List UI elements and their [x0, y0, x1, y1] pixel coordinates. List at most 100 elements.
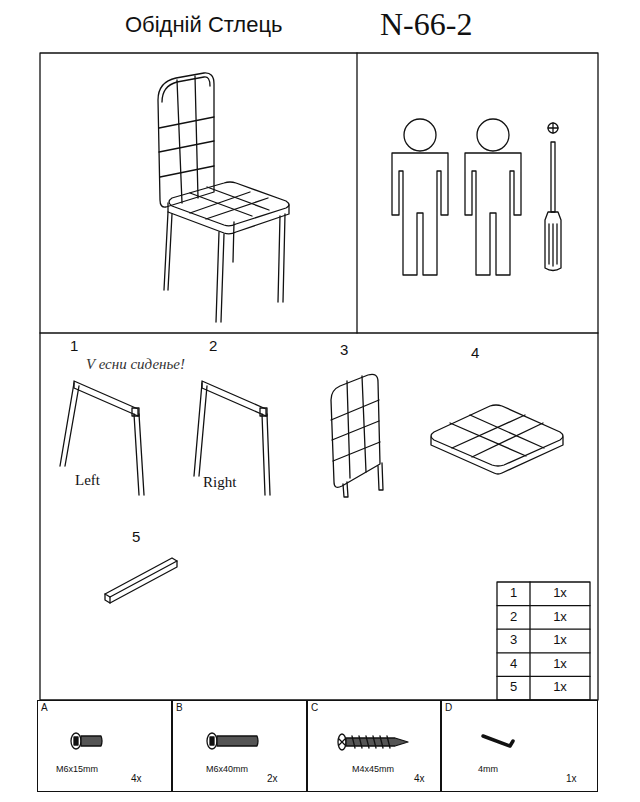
hardware-box: C M4x45mm 4x — [307, 700, 441, 792]
two-people-symbol-part — [465, 153, 521, 275]
allen-key-icon-part — [483, 736, 513, 746]
two-people-symbol-part — [392, 153, 448, 275]
callout-number: 5 — [132, 528, 140, 545]
hardware-quantity: 4x — [414, 773, 425, 785]
part-name: Left — [75, 472, 100, 489]
chair-drawing — [158, 73, 289, 322]
chair-back-part — [362, 376, 366, 472]
chair-drawing-part — [207, 187, 269, 210]
frame — [40, 53, 598, 700]
bolt-long-icon-part — [217, 736, 258, 746]
parts-table-part — [497, 582, 590, 700]
chair-back-part — [331, 400, 379, 420]
table-cell: 4 — [497, 657, 530, 672]
chair-back — [331, 374, 383, 497]
left-leg-frame-part — [74, 381, 138, 416]
chair-drawing-part — [190, 192, 250, 213]
chair-back-part — [343, 482, 348, 497]
chair-drawing-part — [221, 234, 224, 322]
hardware-letter: D — [445, 702, 452, 714]
part-name: Right — [203, 474, 236, 491]
wood-screw-icon-part — [339, 739, 345, 745]
right-leg-frame-part — [260, 408, 267, 416]
table-cell: 1x — [530, 680, 590, 695]
right-leg-frame — [194, 381, 270, 495]
wood-screw-icon — [338, 734, 408, 750]
chair-back-part — [378, 463, 383, 490]
frame-part — [40, 332, 598, 333]
hardware-size: M6x15mm — [56, 764, 98, 774]
right-leg-frame-part — [262, 414, 270, 495]
table-cell: 5 — [497, 680, 530, 695]
right-leg-frame-part — [194, 383, 207, 476]
hardware-size: M4x45mm — [352, 764, 394, 774]
left-leg-frame — [60, 381, 144, 495]
hardware-letter: C — [311, 702, 318, 714]
left-leg-frame-part — [60, 383, 79, 466]
chair-drawing-part — [190, 193, 252, 216]
chair-seat — [431, 405, 563, 474]
bolt-short-icon — [71, 733, 102, 749]
chair-drawing-part — [164, 212, 168, 290]
hardware-size: M6x40mm — [206, 764, 248, 774]
chair-back-part — [331, 374, 380, 487]
table-cell: 2 — [497, 610, 530, 625]
chair-drawing-part — [158, 73, 214, 207]
chair-drawing-part — [233, 222, 234, 262]
chair-seat-part — [431, 437, 563, 474]
chair-seat-part — [452, 415, 525, 448]
chair-drawing-part — [160, 166, 214, 177]
wood-screw-icon-part — [338, 734, 346, 750]
chair-drawing-part — [162, 77, 210, 102]
screwdriver-symbol — [545, 123, 561, 271]
wood-screw-icon-part — [352, 736, 390, 748]
two-people-symbol-part — [404, 119, 436, 151]
chair-drawing-part — [159, 141, 214, 152]
hardware-quantity: 1x — [566, 773, 577, 785]
hardware-letter: B — [176, 702, 183, 714]
table-cell: 1x — [530, 657, 590, 672]
chair-seat-part — [472, 423, 543, 457]
frame-part — [356, 53, 357, 333]
hardware-box: BM6x40mm2x — [172, 700, 307, 792]
chair-drawing-part — [195, 76, 198, 198]
chair-drawing-part — [216, 232, 219, 322]
chair-back-part — [332, 421, 379, 440]
bolt-long-icon-part — [210, 737, 214, 745]
table-cell: 1x — [530, 586, 590, 601]
callout-number: 4 — [471, 344, 479, 361]
bolt-long-icon-part — [207, 733, 217, 749]
table-cell: 3 — [497, 633, 530, 648]
chair-seat-part — [470, 415, 544, 448]
model-number: N-66-2 — [380, 6, 472, 43]
sheet-title: Обідній Стлець — [125, 12, 283, 37]
handwritten-note: V есни сиденье! — [86, 356, 185, 373]
hardware-size: 4mm — [478, 764, 498, 774]
screwdriver-symbol-part — [551, 142, 555, 212]
chair-back-part — [347, 381, 350, 478]
left-leg-frame-part — [134, 414, 144, 495]
table-cell: 1x — [530, 633, 590, 648]
chair-drawing-part — [278, 216, 280, 302]
hardware-box: AM6x15mm4x — [37, 700, 172, 792]
left-leg-frame-part — [132, 408, 139, 416]
screwdriver-symbol-part — [556, 224, 557, 264]
bolt-short-icon-part — [71, 733, 81, 749]
chair-drawing-part — [283, 214, 285, 302]
table-cell: 1 — [497, 586, 530, 601]
two-people-symbol — [392, 119, 521, 275]
wood-screw-icon-part — [339, 739, 345, 745]
screwdriver-symbol-part — [545, 212, 561, 271]
bolt-short-icon-part — [74, 737, 78, 745]
hardware-quantity: 4x — [131, 773, 142, 785]
two-people-symbol-part — [477, 119, 509, 151]
chair-seat-part — [431, 405, 563, 466]
wood-screw-icon-part — [346, 738, 408, 746]
cross-bar — [105, 558, 177, 603]
chair-back-part — [333, 442, 380, 461]
cross-bar-part — [105, 558, 177, 597]
allen-key-icon — [483, 736, 513, 746]
chair-drawing-part — [159, 117, 214, 128]
chair-drawing-part — [206, 198, 268, 219]
